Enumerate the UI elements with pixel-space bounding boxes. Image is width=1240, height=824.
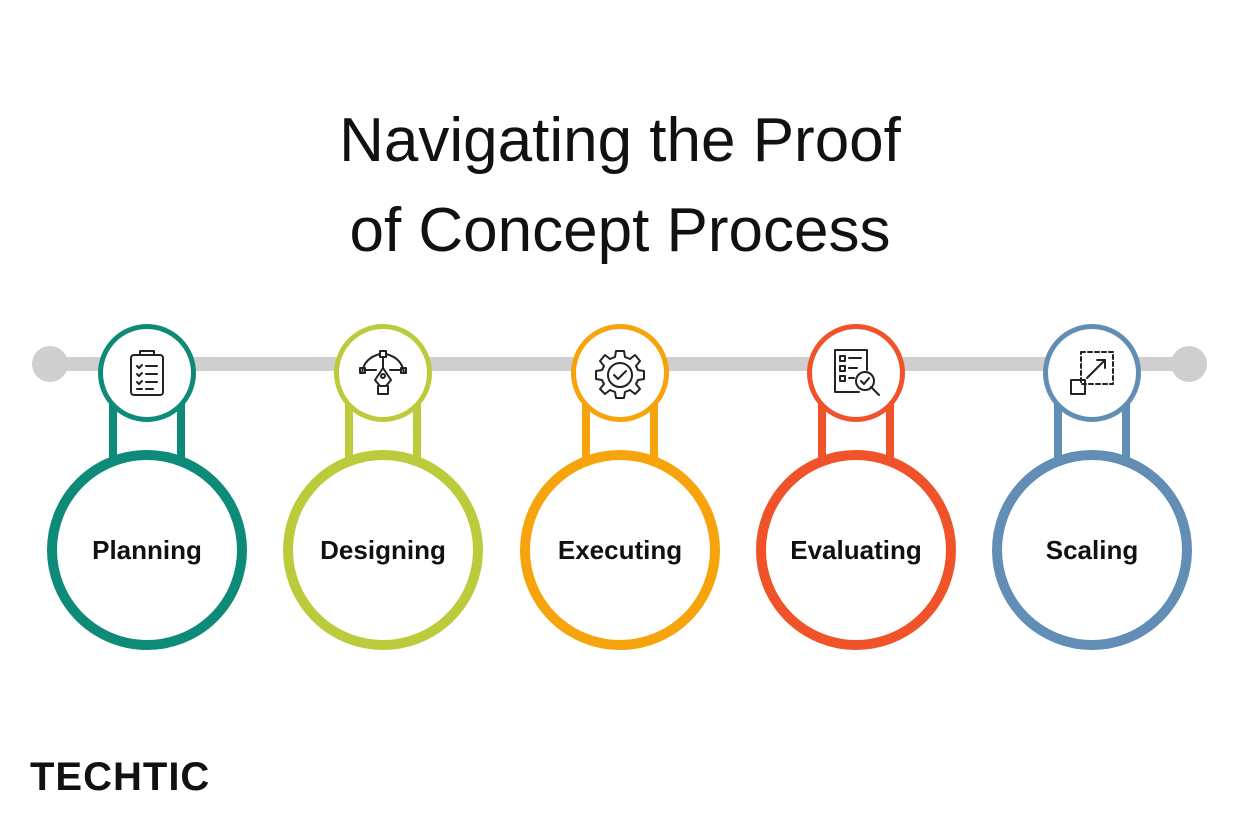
step-icon-circle [98,324,196,422]
step-label: Planning [92,534,202,565]
timeline-start-dot [32,346,68,382]
step-connector [818,395,894,467]
gear-check-icon [595,350,645,399]
step-connector [582,395,658,467]
title-line-2: of Concept Process [349,196,891,265]
step-icon-circle [807,324,905,422]
step-circle: Planning [47,450,247,650]
step-circle: Scaling [992,450,1192,650]
step-icon-circle [571,324,669,422]
page-title: Navigating the Proof of Concept Process [0,96,1240,276]
step-icon-circle [1043,324,1141,422]
step-connector [1054,395,1130,467]
title-line-1: Navigating the Proof [339,106,901,175]
step-label: Designing [320,534,446,565]
checklist-magnifier-icon [834,349,880,396]
timeline-end-dot [1171,346,1207,382]
pen-tool-icon [359,350,407,395]
step-circle: Executing [520,450,720,650]
step-circle: Designing [283,450,483,650]
step-label: Scaling [1045,534,1139,565]
step-connector [345,395,421,467]
techtic-logo: TECHTIC [30,755,211,799]
step-icon-circle [334,324,432,422]
step-designing: Designing [283,0,523,824]
step-label: Executing [557,534,683,565]
clipboard-checklist-icon [130,350,164,396]
scale-up-icon [1070,351,1114,395]
step-scaling: Scaling [992,0,1232,824]
step-connector [109,395,185,467]
step-evaluating: Evaluating [756,0,996,824]
step-label: Evaluating [790,534,922,565]
step-executing: Executing [520,0,760,824]
step-circle: Evaluating [756,450,956,650]
step-planning: Planning [47,0,287,824]
